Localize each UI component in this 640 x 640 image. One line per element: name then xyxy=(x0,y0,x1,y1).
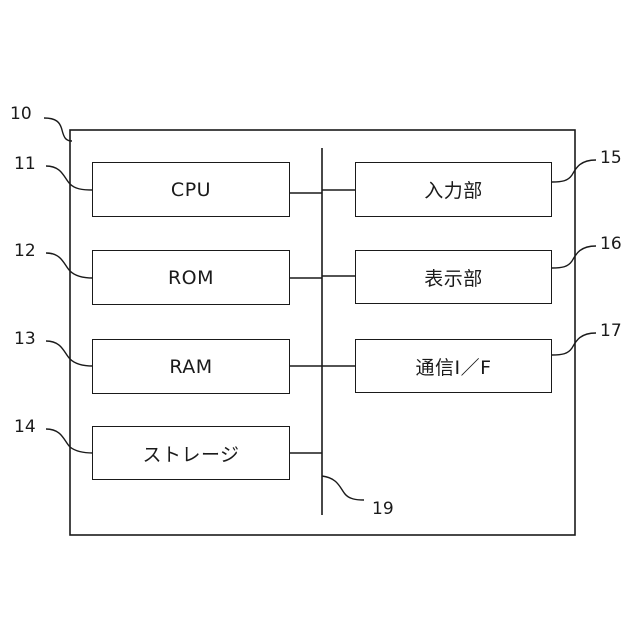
input-unit-block: 入力部 xyxy=(355,162,552,217)
ram-block: RAM xyxy=(92,339,290,394)
ref-19: 19 xyxy=(372,501,394,518)
ref-13: 13 xyxy=(14,331,36,348)
ram-label: RAM xyxy=(169,356,212,378)
comm-if-label: 通信I／F xyxy=(415,353,491,380)
leader-15 xyxy=(552,160,596,182)
leader-19 xyxy=(322,476,364,500)
input-unit-label: 入力部 xyxy=(424,176,483,203)
rom-block: ROM xyxy=(92,250,290,305)
ref-14: 14 xyxy=(14,419,36,436)
ref-15: 15 xyxy=(600,150,622,167)
ref-17: 17 xyxy=(600,323,622,340)
leader-17 xyxy=(552,333,596,355)
storage-block: ストレージ xyxy=(92,426,290,480)
cpu-block: CPU xyxy=(92,162,290,217)
leader-10 xyxy=(44,118,72,141)
ref-12: 12 xyxy=(14,243,36,260)
ref-10: 10 xyxy=(10,106,32,123)
cpu-label: CPU xyxy=(171,179,211,201)
display-unit-block: 表示部 xyxy=(355,250,552,304)
ref-16: 16 xyxy=(600,236,622,253)
leader-16 xyxy=(552,246,596,268)
ref-11: 11 xyxy=(14,156,36,173)
storage-label: ストレージ xyxy=(142,440,239,467)
comm-if-block: 通信I／F xyxy=(355,339,552,393)
rom-label: ROM xyxy=(168,267,214,289)
display-unit-label: 表示部 xyxy=(424,264,483,291)
